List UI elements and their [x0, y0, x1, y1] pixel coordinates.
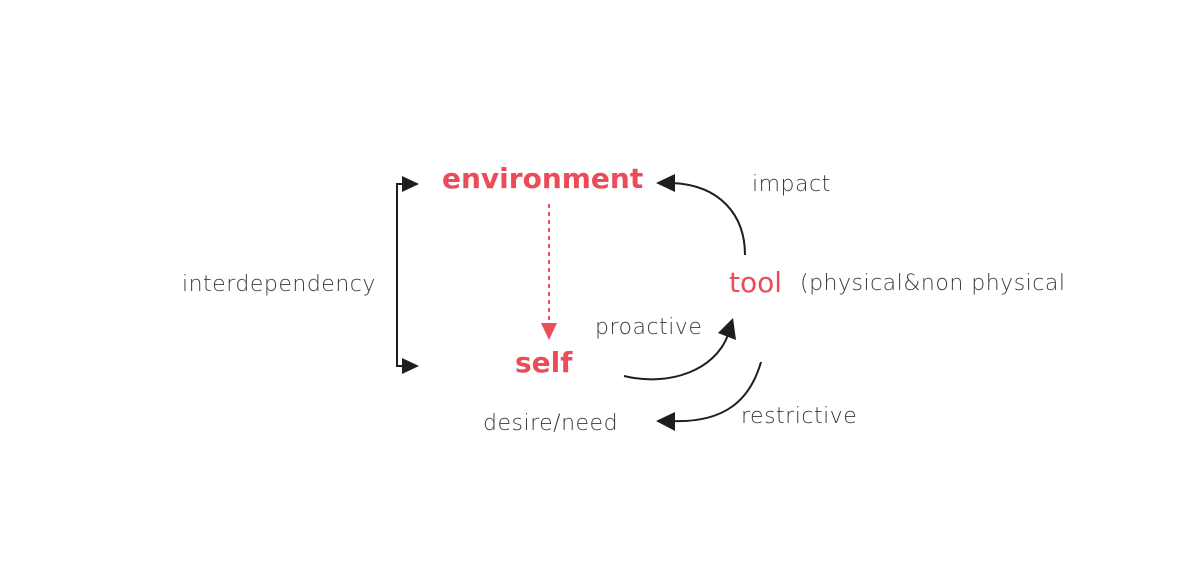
tool-note-label: (physical&non physical	[800, 271, 1066, 296]
node-environment: environment	[442, 162, 644, 195]
proactive-label: proactive	[595, 315, 703, 340]
desire-need-label: desire/need	[483, 411, 619, 436]
environment-to-self-arrow	[541, 204, 557, 340]
interdependency-bracket	[396, 176, 419, 374]
interdependency-label: interdependency	[182, 272, 376, 297]
node-tool: tool	[729, 266, 783, 299]
proactive-arrow	[623, 318, 736, 381]
node-self: self	[515, 346, 573, 379]
impact-label: impact	[752, 172, 831, 197]
restrictive-arrow	[656, 361, 762, 431]
restrictive-label: restrictive	[741, 404, 858, 429]
impact-arrow	[656, 174, 746, 256]
